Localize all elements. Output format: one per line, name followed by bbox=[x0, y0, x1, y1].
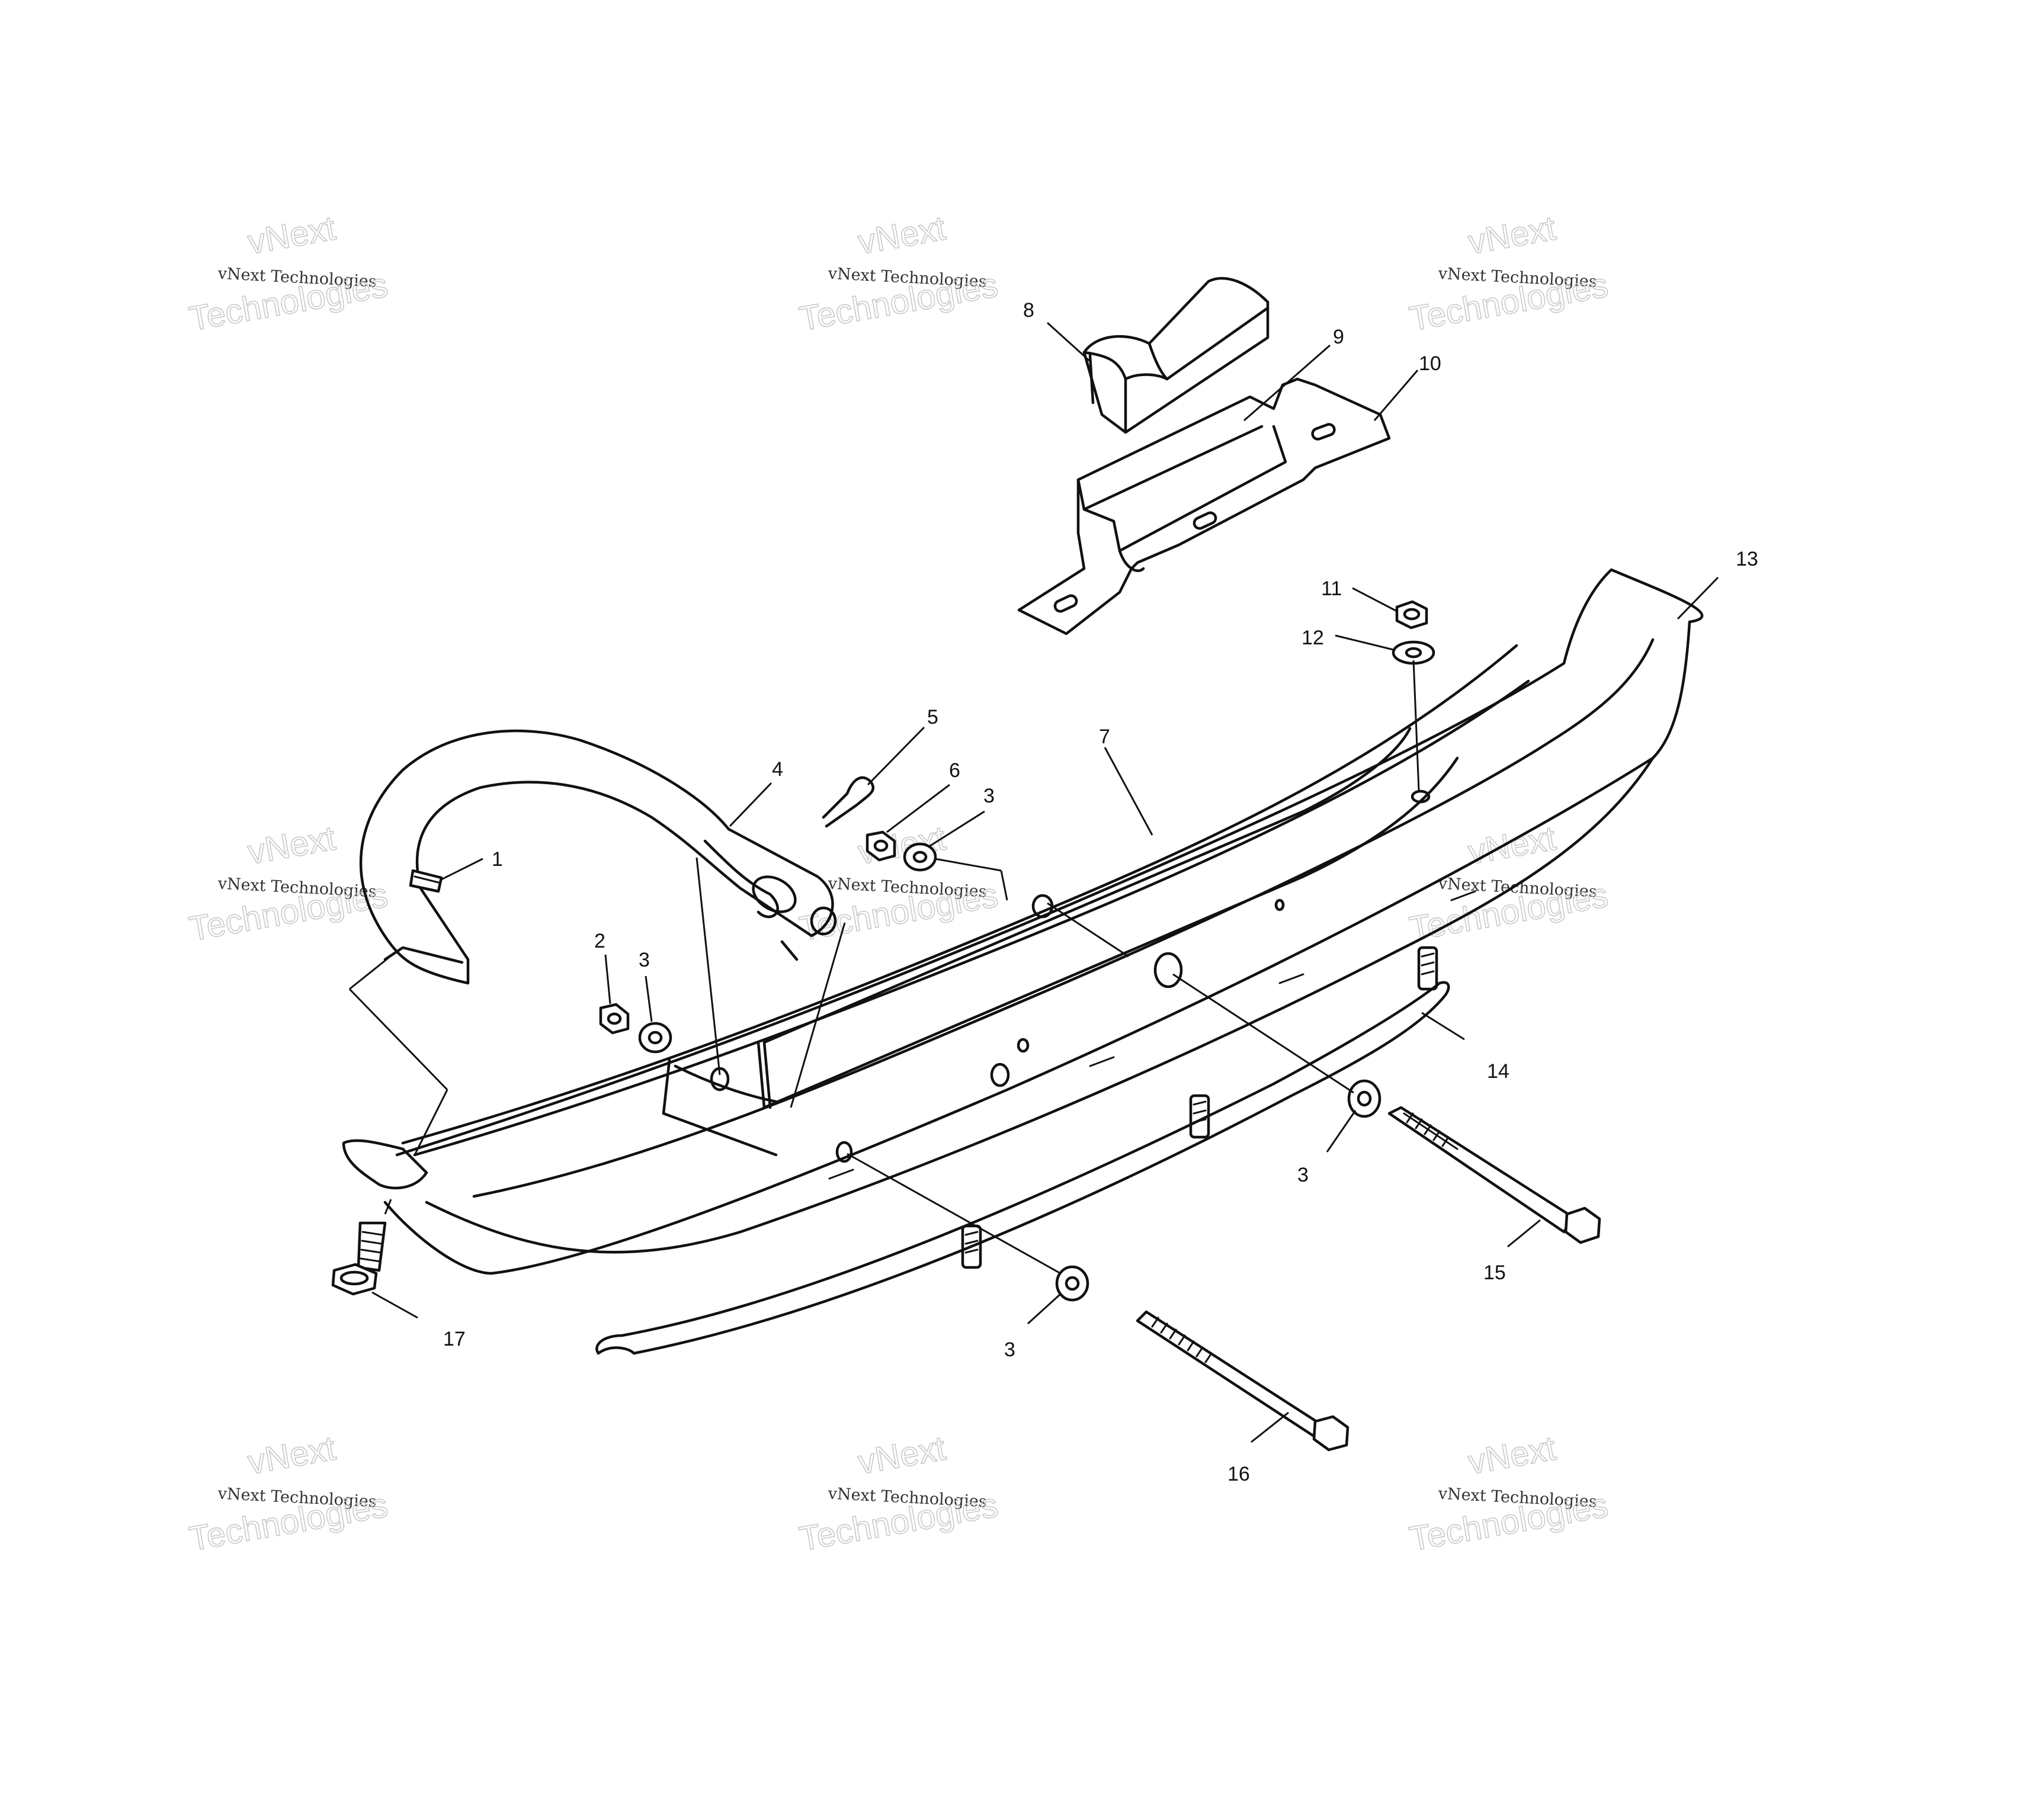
ski-hole bbox=[990, 1063, 1010, 1087]
callout-3: 3 bbox=[639, 949, 650, 971]
callout-10: 10 bbox=[1419, 352, 1441, 375]
ski-hole bbox=[1411, 789, 1431, 804]
cotter-pin-part-5 bbox=[822, 776, 875, 828]
wear-bar-stud bbox=[1417, 946, 1438, 991]
bolt-part-15 bbox=[1387, 1106, 1601, 1244]
callout-3: 3 bbox=[983, 785, 995, 807]
callout-2: 2 bbox=[594, 930, 605, 952]
leader-lines bbox=[348, 322, 1719, 1443]
callout-15: 15 bbox=[1483, 1262, 1506, 1284]
nut-part-6 bbox=[866, 830, 896, 862]
ski-hole bbox=[1153, 952, 1183, 988]
watermark-brand: vNext bbox=[1466, 818, 1559, 872]
callout-5: 5 bbox=[927, 706, 938, 728]
watermark-brand: vNext bbox=[855, 208, 948, 262]
callout-13: 13 bbox=[1736, 548, 1758, 570]
watermark-brand: vNext bbox=[245, 208, 338, 262]
wear-bar-stud bbox=[1189, 1094, 1210, 1139]
nut-part-11 bbox=[1395, 600, 1428, 630]
ski-body bbox=[342, 568, 1704, 1275]
bumper-part-1 bbox=[409, 869, 443, 893]
washer-part-3 bbox=[638, 1022, 672, 1054]
watermark-brand: vNext bbox=[855, 1429, 948, 1482]
saddle-pad-part-8 bbox=[1082, 277, 1270, 434]
ski-hole bbox=[1017, 1038, 1030, 1053]
wear-bar-stud bbox=[961, 1224, 982, 1269]
nut-part-2 bbox=[599, 1003, 630, 1035]
callout-14: 14 bbox=[1487, 1060, 1509, 1083]
slot-hole bbox=[1053, 594, 1078, 613]
wear-bar-part-14 bbox=[595, 946, 1450, 1355]
saddle-bracket-part-10 bbox=[1017, 377, 1391, 635]
callout-17: 17 bbox=[443, 1328, 466, 1350]
ski-hole bbox=[1274, 898, 1285, 911]
callout-16: 16 bbox=[1227, 1463, 1250, 1485]
washer-part-3 bbox=[903, 842, 937, 872]
callout-8: 8 bbox=[1023, 299, 1034, 322]
callout-4: 4 bbox=[772, 758, 783, 781]
callout-7: 7 bbox=[1099, 726, 1110, 748]
ski-loop bbox=[359, 729, 837, 985]
ski-hole bbox=[835, 1141, 853, 1163]
watermark-brand: vNext bbox=[245, 818, 338, 872]
callout-3: 3 bbox=[1004, 1338, 1015, 1361]
callout-1: 1 bbox=[492, 848, 503, 871]
slot-hole bbox=[1311, 423, 1336, 441]
callout-12: 12 bbox=[1302, 627, 1324, 649]
callout-3: 3 bbox=[1297, 1164, 1309, 1186]
callout-labels: 1 2 3 4 5 6 3 7 8 9 10 11 12 13 14 3 15 … bbox=[443, 299, 1758, 1485]
washer-part-3 bbox=[1055, 1265, 1089, 1302]
callout-11: 11 bbox=[1321, 577, 1342, 600]
watermark-brand: vNext bbox=[1466, 208, 1559, 262]
watermark-group: vNext vNext Technologies Technologies vN… bbox=[186, 208, 1611, 1559]
washer-part-3 bbox=[1347, 1079, 1381, 1118]
callout-9: 9 bbox=[1333, 326, 1344, 348]
ski-hole bbox=[1031, 894, 1054, 919]
watermark-brand: vNext bbox=[1466, 1429, 1559, 1482]
callout-6: 6 bbox=[949, 759, 960, 782]
watermark-brand: vNext bbox=[245, 1429, 338, 1482]
washer-part-12 bbox=[1392, 640, 1435, 665]
slot-hole bbox=[1193, 511, 1217, 530]
bolt-part-16 bbox=[1136, 1310, 1350, 1452]
bolt-part-17 bbox=[331, 1221, 387, 1296]
